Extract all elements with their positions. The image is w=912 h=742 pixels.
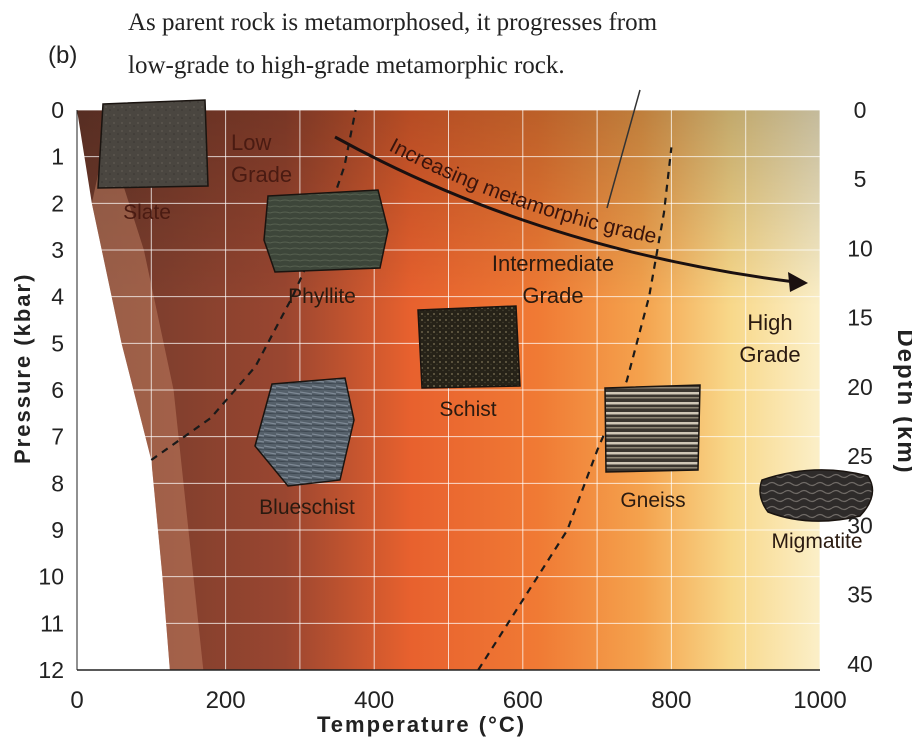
zone-label-intermediate: Intermediate xyxy=(492,251,614,276)
depth-tick-label: 25 xyxy=(847,443,873,469)
pressure-tick-label: 10 xyxy=(38,564,64,590)
rock-label-slate: Slate xyxy=(123,201,171,224)
rock-label-phyllite: Phyllite xyxy=(288,285,356,308)
pressure-tick-label: 0 xyxy=(51,97,64,123)
depth-tick-label: 5 xyxy=(854,166,867,192)
grid xyxy=(76,109,821,671)
rock-sample-phyllite xyxy=(263,189,389,273)
rock-label-migmatite: Migmatite xyxy=(771,530,862,553)
pressure-tick-label: 7 xyxy=(51,424,64,450)
x-tick-label: 400 xyxy=(354,687,394,714)
depth-tick-label: 35 xyxy=(847,582,873,608)
pressure-tick-label: 12 xyxy=(38,657,64,683)
depth-tick-label: 10 xyxy=(847,235,873,261)
pressure-tick-label: 6 xyxy=(51,377,64,403)
rock-sample-schist xyxy=(417,305,521,389)
pressure-tick-label: 2 xyxy=(51,190,64,216)
rock-label-gneiss: Gneiss xyxy=(620,489,685,512)
x-tick-label: 1000 xyxy=(793,687,846,714)
pressure-tick-label: 8 xyxy=(51,470,64,496)
rock-sample-slate xyxy=(97,99,209,189)
pressure-tick-label: 3 xyxy=(51,237,64,263)
x-tick-label: 800 xyxy=(651,687,691,714)
zone-label-high: High xyxy=(747,310,792,335)
depth-tick-label: 20 xyxy=(847,374,873,400)
pressure-tick-label: 1 xyxy=(51,144,64,170)
zone-label-low: Grade xyxy=(231,162,292,187)
grade-arrow-head xyxy=(788,272,808,292)
grade-arrow-line xyxy=(334,135,796,284)
rock-label-schist: Schist xyxy=(439,398,496,421)
x-tick-label: 200 xyxy=(206,687,246,714)
pressure-tick-label: 9 xyxy=(51,517,64,543)
zone-label-intermediate: Grade xyxy=(522,283,583,308)
x-axis-title: Temperature (°C) xyxy=(317,712,527,737)
y-right-axis-title: Depth (km) xyxy=(892,329,912,475)
pressure-tick-label: 5 xyxy=(51,330,64,356)
x-tick-label: 600 xyxy=(503,687,543,714)
caption-pointer-line xyxy=(606,89,641,209)
depth-tick-label: 40 xyxy=(847,651,873,677)
caption-line-2: low-grade to high-grade metamorphic rock… xyxy=(128,52,565,79)
rock-label-blueschist: Blueschist xyxy=(259,496,355,519)
depth-tick-label: 30 xyxy=(847,512,873,538)
y-left-axis-title: Pressure (kbar) xyxy=(10,272,35,464)
pressure-tick-label: 4 xyxy=(51,284,64,310)
depth-tick-label: 0 xyxy=(854,97,867,123)
rock-sample-migmatite xyxy=(759,469,874,522)
pressure-tick-label: 11 xyxy=(40,610,64,636)
caption-line-1: As parent rock is metamorphosed, it prog… xyxy=(128,9,658,36)
zone-label-low: Low xyxy=(231,130,271,155)
wedge-blend xyxy=(91,133,204,671)
depth-tick-label: 15 xyxy=(847,305,873,331)
rock-sample-blueschist xyxy=(254,377,355,487)
x-tick-label: 0 xyxy=(70,687,83,714)
part-label: (b) xyxy=(48,42,78,69)
rock-sample-gneiss xyxy=(604,384,701,473)
zone-label-high: Grade xyxy=(739,342,800,367)
